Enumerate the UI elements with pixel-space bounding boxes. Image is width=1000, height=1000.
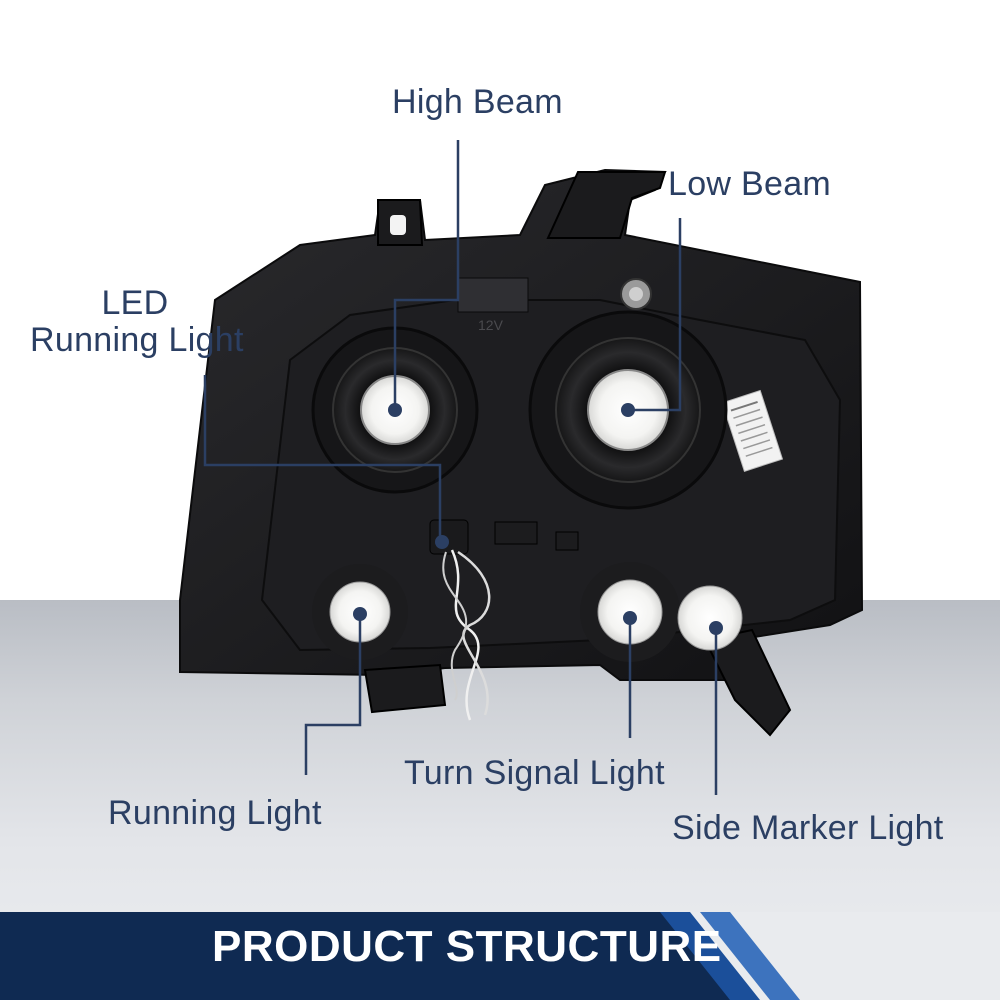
side-marker-dot xyxy=(709,621,723,635)
led-running-light-line2: Running Light xyxy=(30,321,244,360)
high-beam-label: High Beam xyxy=(392,83,563,121)
led-running-light-label: LED Running Light xyxy=(30,284,244,360)
callout-leaders xyxy=(203,140,718,795)
led-running-light-line1: LED xyxy=(101,284,169,322)
banner-title: PRODUCT STRUCTURE xyxy=(212,922,722,971)
running-light-dot xyxy=(353,607,367,621)
led-running-leader xyxy=(203,375,442,540)
running-light-leader xyxy=(304,612,362,775)
banner-background xyxy=(0,912,1000,1000)
low-beam-label: Low Beam xyxy=(668,165,832,203)
callout-dots xyxy=(353,403,723,635)
led-running-dot xyxy=(435,535,449,549)
high-beam-leader xyxy=(393,140,460,410)
turn-signal-label: Turn Signal Light xyxy=(404,754,665,792)
low-beam-leader xyxy=(628,218,682,412)
running-light-label: Running Light xyxy=(108,794,322,832)
voltage-mark: 12V xyxy=(478,317,504,333)
side-marker-label: Side Marker Light xyxy=(672,809,944,847)
turn-signal-dot xyxy=(623,611,637,625)
high-beam-dot xyxy=(388,403,402,417)
housing-body: 12V xyxy=(179,168,864,737)
low-beam-dot xyxy=(621,403,635,417)
side-marker-socket xyxy=(677,585,743,651)
